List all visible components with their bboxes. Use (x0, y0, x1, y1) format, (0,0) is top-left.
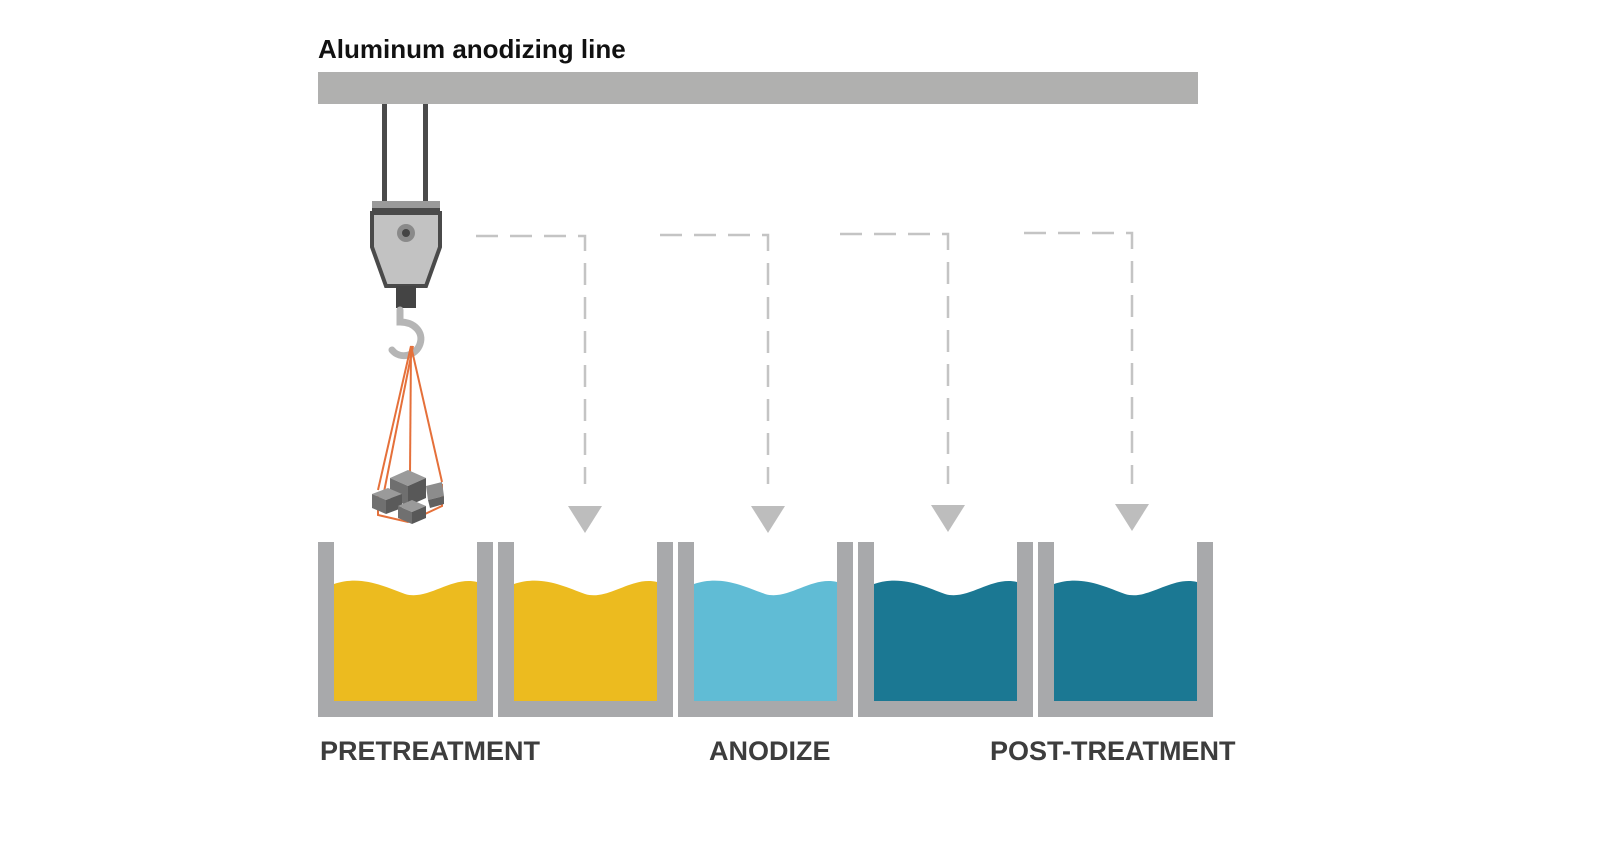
tank-liquid (334, 580, 477, 701)
transfer-path-4 (1024, 231, 1134, 484)
stage-label-pretreatment: PRETREATMENT (320, 736, 540, 766)
diagram-title: Aluminum anodizing line (318, 34, 626, 64)
tank-1 (318, 542, 493, 717)
tank-4 (858, 542, 1033, 717)
transfer-path-1 (476, 234, 587, 484)
transfer-path-2 (660, 233, 770, 484)
tank-liquid (514, 580, 657, 701)
tank-2 (498, 542, 673, 717)
hoist-trolley-icon (370, 201, 442, 308)
down-arrow-icon (1115, 504, 1149, 531)
hoist-cables (382, 104, 428, 202)
down-arrow-icon (751, 506, 785, 533)
aluminum-parts-icon (372, 470, 444, 524)
stage-label-post-treatment: POST-TREATMENT (990, 736, 1236, 766)
transfer-path-3 (840, 232, 950, 484)
crane-hook-icon (388, 306, 425, 360)
tank-liquid (1054, 580, 1197, 701)
transfer-paths (476, 231, 1134, 484)
overhead-rail (318, 72, 1198, 104)
stage-label-anodize: ANODIZE (709, 736, 831, 766)
tank-5 (1038, 542, 1213, 717)
tanks (318, 542, 1213, 717)
down-arrow-icon (931, 505, 965, 532)
tank-liquid (874, 580, 1017, 701)
tank-liquid (694, 580, 837, 701)
tank-3 (678, 542, 853, 717)
down-arrow-icon (568, 506, 602, 533)
down-arrows (568, 504, 1149, 533)
